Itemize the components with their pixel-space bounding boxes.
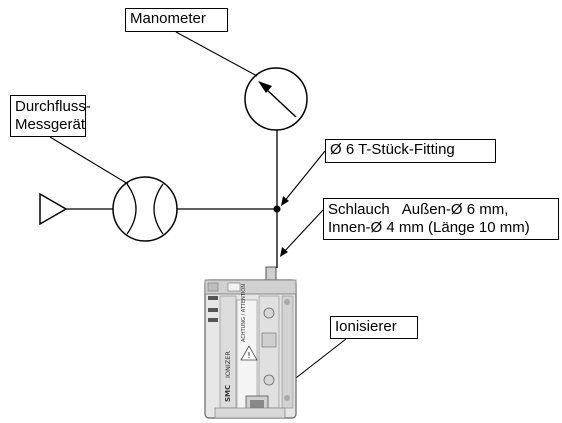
tee-fitting-label: Ø 6 T-Stück-Fitting xyxy=(325,139,496,163)
leader-manometer xyxy=(175,31,258,77)
flowmeter-label-line2: Messgerät xyxy=(15,116,86,133)
hose-label: Schlauch Außen-Ø 6 mm, Innen-Ø 4 mm (Läng… xyxy=(323,198,559,240)
leader-flowmeter xyxy=(49,136,129,185)
tee-fitting-label-text: Ø 6 T-Stück-Fitting xyxy=(330,141,455,158)
flowmeter-label-line1: Durchfluss- xyxy=(15,98,91,115)
ionizer-label: Ionisierer xyxy=(330,316,418,339)
device-warning-text: ACHTUNG / ATTENTION xyxy=(241,284,247,342)
device-model-text: IONIZER xyxy=(224,351,232,378)
air-supply-symbol xyxy=(39,192,68,226)
hose-label-line1-b: Außen-Ø 6 mm, xyxy=(401,201,509,218)
leader-tee xyxy=(282,150,326,204)
leader-tee-arrow xyxy=(281,196,289,206)
manometer-label: Manometer xyxy=(125,8,228,32)
hose-label-line2: Innen-Ø 4 mm (Länge 10 mm) xyxy=(328,219,530,236)
hose-label-line1-a: Schlauch xyxy=(328,201,390,218)
device-brand-text: SMC xyxy=(224,385,232,402)
svg-text:!: ! xyxy=(247,351,250,360)
leader-ionizer xyxy=(291,338,347,382)
manometer-symbol xyxy=(244,67,308,131)
leader-hose xyxy=(281,209,324,255)
flowmeter-label: Durchfluss- Messgerät xyxy=(10,95,91,137)
manometer-label-text: Manometer xyxy=(130,10,206,27)
leader-hose-arrow xyxy=(280,247,288,257)
flowmeter-symbol xyxy=(112,176,178,242)
ionizer-device: ! xyxy=(204,266,297,419)
ionizer-label-text: Ionisierer xyxy=(335,318,397,335)
hose-label-line1: Schlauch Außen-Ø 6 mm, xyxy=(328,201,554,219)
